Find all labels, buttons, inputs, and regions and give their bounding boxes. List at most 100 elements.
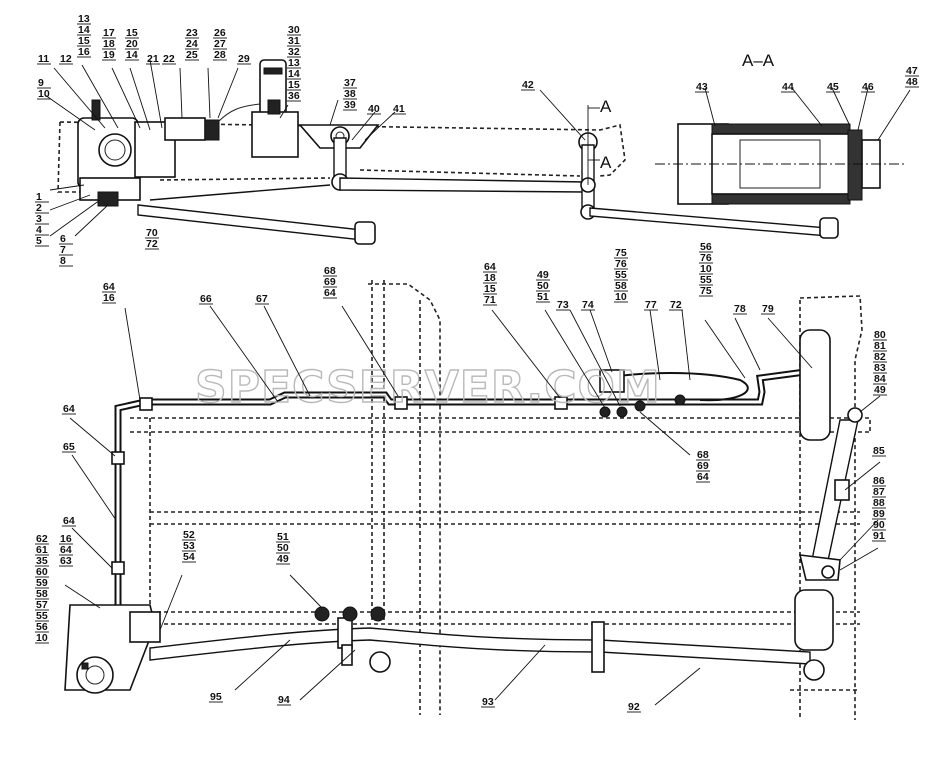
callout-c-74: 74 xyxy=(581,299,595,311)
section-marker-bottom: A xyxy=(600,153,612,172)
callout-number: 76 xyxy=(615,258,627,270)
callout-number: 5 xyxy=(36,235,42,247)
callout-number: 18 xyxy=(484,272,496,284)
callout-number: 69 xyxy=(697,460,709,472)
drag-link-lower xyxy=(149,606,811,673)
callout-number: 71 xyxy=(484,294,496,306)
callout-number: 18 xyxy=(103,38,115,50)
callout-c-42: 42 xyxy=(521,79,535,91)
crossmember-left xyxy=(368,280,441,715)
callout-c-left-b: 678 xyxy=(59,233,73,267)
callout-number: 55 xyxy=(36,610,48,622)
callout-number: 10 xyxy=(700,263,712,275)
callout-c-85: 85 xyxy=(872,445,886,457)
callout-number: 27 xyxy=(214,38,226,50)
callout-number: 16 xyxy=(103,292,115,304)
callout-number: 79 xyxy=(762,303,774,315)
callout-number: 73 xyxy=(557,299,569,311)
callout-number: 87 xyxy=(873,486,885,498)
hydraulic-pipe xyxy=(111,363,821,610)
callout-number: 13 xyxy=(288,57,300,69)
callout-c-46: 46 xyxy=(861,81,875,93)
right-linkage xyxy=(794,329,863,681)
callout-number: 49 xyxy=(277,553,289,565)
callout-c-top-d: 21 xyxy=(146,53,160,65)
callout-number: 15 xyxy=(126,27,138,39)
callout-number: 95 xyxy=(210,691,222,703)
callout-number: 54 xyxy=(183,551,195,563)
callout-c-top-k: 40 xyxy=(367,103,381,115)
callout-number: 10 xyxy=(36,632,48,644)
callout-number: 43 xyxy=(696,81,708,93)
callout-c-94: 94 xyxy=(277,694,291,706)
callout-number: 58 xyxy=(615,280,627,292)
callout-number: 88 xyxy=(873,497,885,509)
callout-number: 14 xyxy=(288,68,300,80)
callout-number: 30 xyxy=(288,24,300,36)
callout-number: 58 xyxy=(36,588,48,600)
callout-number: 55 xyxy=(615,269,627,281)
callout-c-top-m: 11 xyxy=(37,53,51,65)
callout-number: 68 xyxy=(324,265,336,277)
callout-c-79: 79 xyxy=(761,303,775,315)
callout-number: 40 xyxy=(368,103,380,115)
top-frame-rail xyxy=(57,121,626,193)
callout-number: 83 xyxy=(874,362,886,374)
callout-number: 20 xyxy=(126,38,138,50)
callout-number: 61 xyxy=(36,544,48,556)
steering-gear-top xyxy=(77,99,376,245)
callout-c-top-n: 12 xyxy=(59,53,73,65)
callout-number: 81 xyxy=(874,340,886,352)
callout-number: 47 xyxy=(906,65,918,77)
callout-number: 64 xyxy=(103,281,115,293)
callout-number: 10 xyxy=(615,291,627,303)
callout-number: 16 xyxy=(60,533,72,545)
callout-c-44: 44 xyxy=(781,81,795,93)
callout-number: 60 xyxy=(36,566,48,578)
callout-number: 11 xyxy=(38,53,49,65)
callout-number: 89 xyxy=(873,508,885,520)
callout-c-73: 73 xyxy=(556,299,570,311)
callout-number: 14 xyxy=(126,49,138,61)
callout-c-64d: 64 xyxy=(62,515,76,527)
callout-number: 15 xyxy=(288,79,300,91)
callout-number: 51 xyxy=(277,531,289,543)
top-view xyxy=(57,59,905,245)
callout-number: 75 xyxy=(615,247,627,259)
callout-number: 69 xyxy=(324,276,336,288)
callout-c-93: 93 xyxy=(481,696,495,708)
callout-number: 92 xyxy=(628,701,640,713)
callout-number: 49 xyxy=(874,384,886,396)
callout-number: 52 xyxy=(183,529,195,541)
callout-number: 37 xyxy=(344,77,356,89)
chassis-frame-outline xyxy=(130,417,871,626)
callout-number: 15 xyxy=(484,283,496,295)
pitman-arm-top xyxy=(578,105,839,239)
callout-number: 19 xyxy=(103,49,115,61)
callout-number: 84 xyxy=(874,373,886,385)
callout-number: 14 xyxy=(78,24,90,36)
callout-number: 23 xyxy=(186,27,198,39)
callout-number: 42 xyxy=(522,79,534,91)
callout-number: 50 xyxy=(537,280,549,292)
callout-c-top-e: 22 xyxy=(162,53,176,65)
callout-number: 55 xyxy=(700,274,712,286)
callout-number: 50 xyxy=(277,542,289,554)
callout-number: 7 xyxy=(60,244,66,256)
callout-number: 64 xyxy=(324,287,336,299)
callout-number: 53 xyxy=(183,540,195,552)
callout-number: 63 xyxy=(60,555,72,567)
callout-number: 46 xyxy=(862,81,874,93)
callout-number: 51 xyxy=(537,291,549,303)
